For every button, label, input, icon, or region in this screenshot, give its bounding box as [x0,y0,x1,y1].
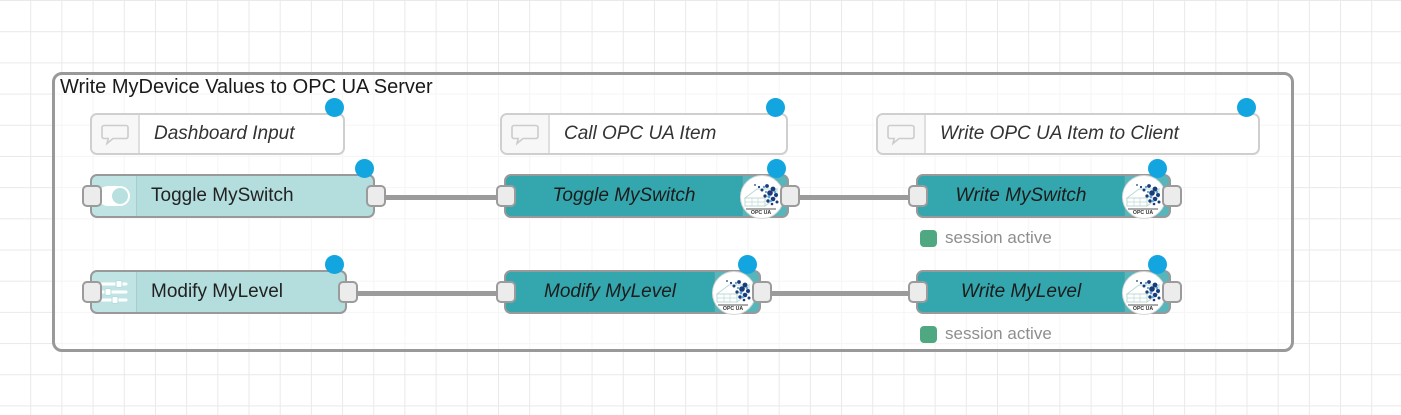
status-label: session active [945,324,1052,343]
node-input-port[interactable] [82,281,102,303]
selection-dot[interactable] [1237,98,1256,117]
wire-call-to-write-switch[interactable] [788,195,916,200]
selection-dot[interactable] [355,159,374,178]
selection-dot[interactable] [1148,255,1167,274]
node-modify-mylevel-dashboard[interactable]: Modify MyLevel [90,270,347,314]
svg-text:OPC UA: OPC UA [751,210,771,216]
node-output-port[interactable] [366,185,386,207]
node-input-port[interactable] [908,185,928,207]
node-label: Write MySwitch [955,185,1087,206]
node-input-port[interactable] [82,185,102,207]
comment-label: Dashboard Input [154,123,295,144]
status-indicator-dot [920,229,937,247]
comment-bubble-icon [878,115,926,153]
node-label: Toggle MySwitch [151,185,294,206]
node-input-port[interactable] [496,185,516,207]
node-input-port[interactable] [496,281,516,303]
comment-label: Write OPC UA Item to Client [940,123,1179,144]
status-label: session active [945,228,1052,247]
wire-toggle-to-call[interactable] [374,195,504,200]
wire-call-to-write-level[interactable] [760,291,916,296]
node-group-label: Write MyDevice Values to OPC UA Server [60,76,433,98]
comment-bubble-icon [92,115,140,153]
status-badge-write-mylevel: session active [920,324,1052,344]
wire-modify-to-call[interactable] [346,291,504,296]
selection-dot[interactable] [767,159,786,178]
status-badge-write-myswitch: session active [920,228,1052,248]
svg-text:OPC UA: OPC UA [1133,306,1153,312]
comment-node-call-opc-ua-item[interactable]: Call OPC UA Item [500,113,788,155]
node-label: Modify MyLevel [544,281,676,302]
node-label: Modify MyLevel [151,281,283,302]
node-toggle-myswitch-dashboard[interactable]: Toggle MySwitch [90,174,375,218]
node-output-port[interactable] [338,281,358,303]
node-label: Toggle MySwitch [552,185,696,206]
comment-bubble-icon [502,115,550,153]
selection-dot[interactable] [1148,159,1167,178]
comment-node-write-opc-ua-item-to-client[interactable]: Write OPC UA Item to Client [876,113,1260,155]
node-output-port[interactable] [752,281,772,303]
toggle-switch-icon [92,176,137,216]
status-indicator-dot [920,325,937,343]
opc-ua-logo-icon: OPC UA [740,175,784,219]
node-input-port[interactable] [908,281,928,303]
opc-ua-logo-icon: OPC UA [1122,175,1166,219]
selection-dot[interactable] [325,98,344,117]
selection-dot[interactable] [738,255,757,274]
opc-ua-logo-icon: OPC UA [1122,271,1166,315]
selection-dot[interactable] [766,98,785,117]
svg-text:OPC UA: OPC UA [1133,210,1153,216]
comment-label: Call OPC UA Item [564,123,717,144]
selection-dot[interactable] [325,255,344,274]
svg-text:OPC UA: OPC UA [723,306,743,312]
node-output-port[interactable] [1162,281,1182,303]
node-output-port[interactable] [780,185,800,207]
opc-ua-logo-icon: OPC UA [712,271,756,315]
node-output-port[interactable] [1162,185,1182,207]
node-label: Write MyLevel [960,281,1082,302]
comment-node-dashboard-input[interactable]: Dashboard Input [90,113,345,155]
